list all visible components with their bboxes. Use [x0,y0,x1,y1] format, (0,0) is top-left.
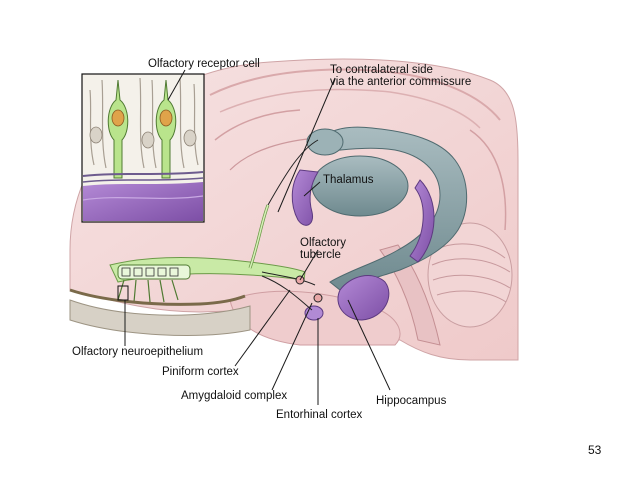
limbic-structures [291,169,435,321]
label-olfactory-receptor-cell: Olfactory receptor cell [148,58,260,70]
label-olfactory-tubercle: Olfactory tubercle [300,237,346,261]
page-number: 53 [588,443,602,457]
label-olfactory-tubercle-line1: Olfactory [300,237,347,249]
label-olfactory-neuroepithelium: Olfactory neuroepithelium [72,346,204,358]
olfactory-bulb [117,264,191,280]
inset-neuroepithelium [81,73,205,223]
hippocampus-shape [337,275,390,321]
label-contralateral: To contralateral side via the anterior c… [330,64,471,88]
label-contralateral-line1: To contralateral side [330,64,433,76]
label-entorhinal-cortex: Entorhinal cortex [276,409,363,421]
neuroepithelium-marker [117,285,129,301]
label-piniform-cortex: Piniform cortex [162,366,239,378]
label-thalamus: Thalamus [323,174,374,186]
label-contralateral-line2: via the anterior commissure [330,76,472,88]
leader-lines [124,69,391,405]
label-hippocampus: Hippocampus [376,395,447,407]
cerebellum [427,222,513,328]
label-amygdaloid-complex: Amygdaloid complex [181,390,288,402]
label-olfactory-tubercle-line2: tubercle [300,249,341,261]
thalamus-body [311,155,409,217]
